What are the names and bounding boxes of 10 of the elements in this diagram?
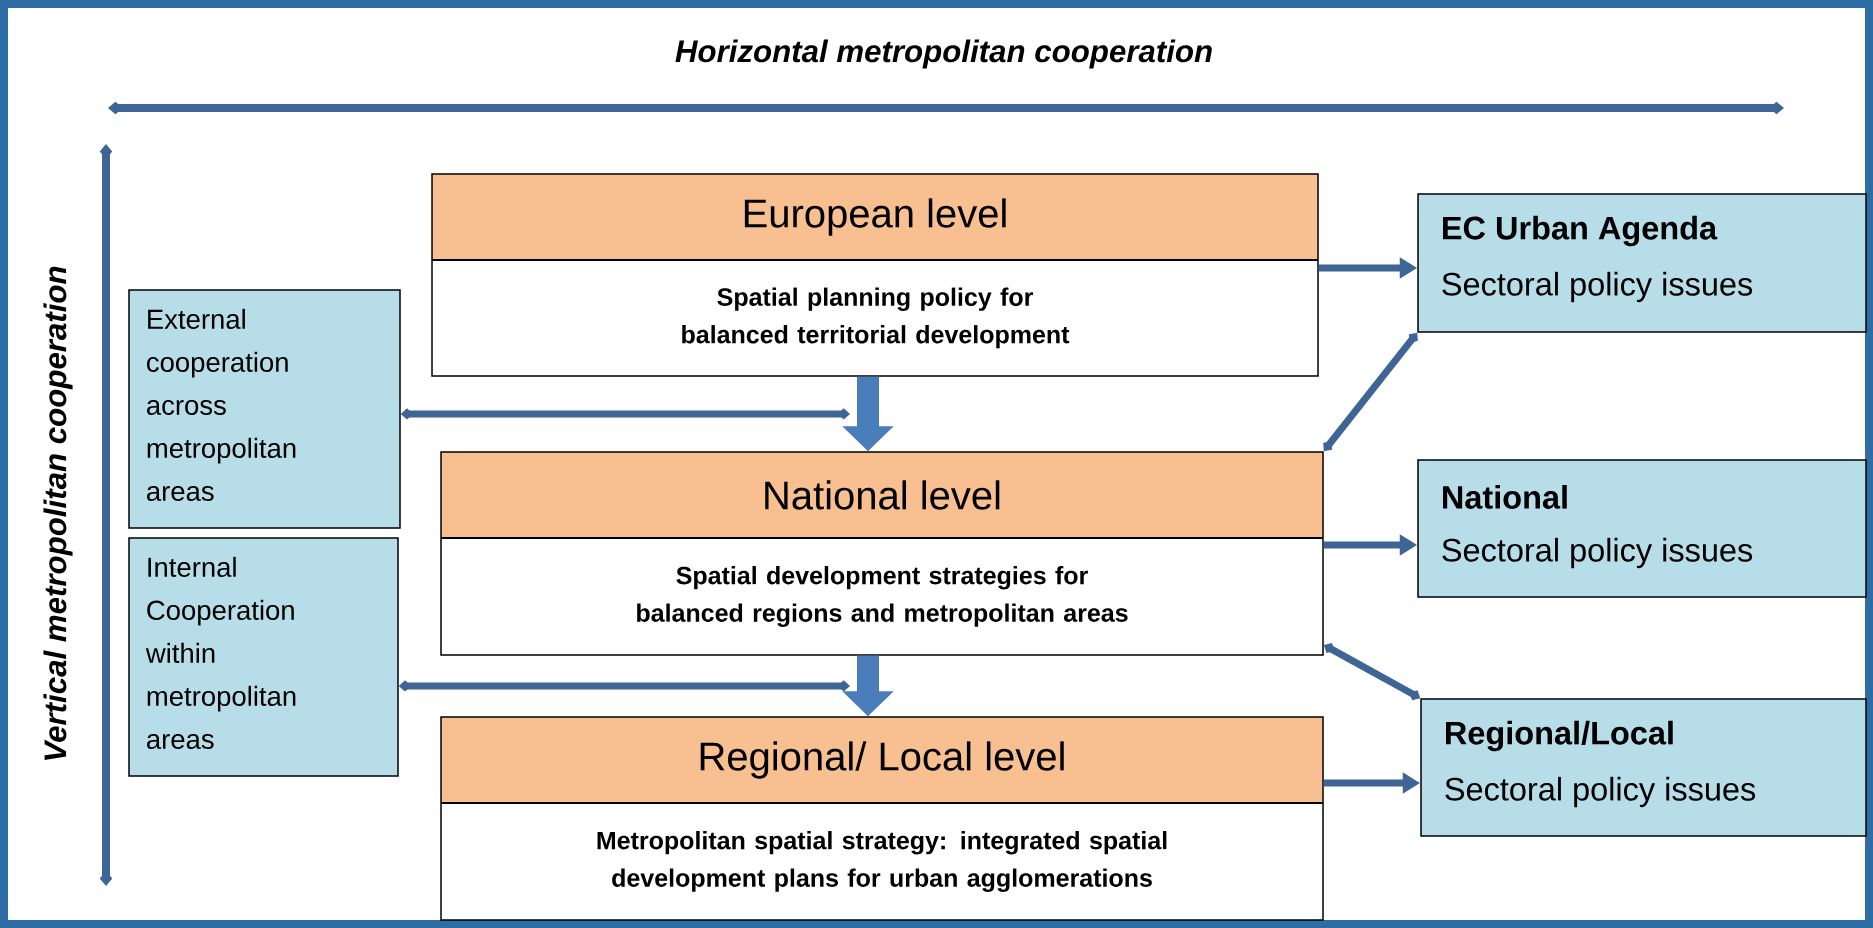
- axis-label: Vertical metropolitan cooperation: [43, 266, 73, 760]
- note-box: Internal Cooperation within metropolitan areas: [128, 537, 399, 777]
- policy-box: EC Urban Agenda Sectoral policy issues: [1417, 193, 1867, 333]
- note-box: External cooperation across metropolitan areas: [128, 289, 401, 529]
- level-box: Regional/ Local level Metropolitan spatial strategy: integrated spatial development plans for urban agglomerations: [440, 716, 1324, 921]
- level-box: National level Spatial development strategies for balanced regions and metropolitan areas: [440, 451, 1324, 656]
- axis-label: Horizontal metropolitan cooperation: [675, 39, 1212, 69]
- policy-box: Regional/Local Sectoral policy issues: [1420, 698, 1867, 837]
- level-box: European level Spatial planning policy for balanced territorial development: [431, 173, 1319, 377]
- policy-box: National Sectoral policy issues: [1417, 459, 1867, 598]
